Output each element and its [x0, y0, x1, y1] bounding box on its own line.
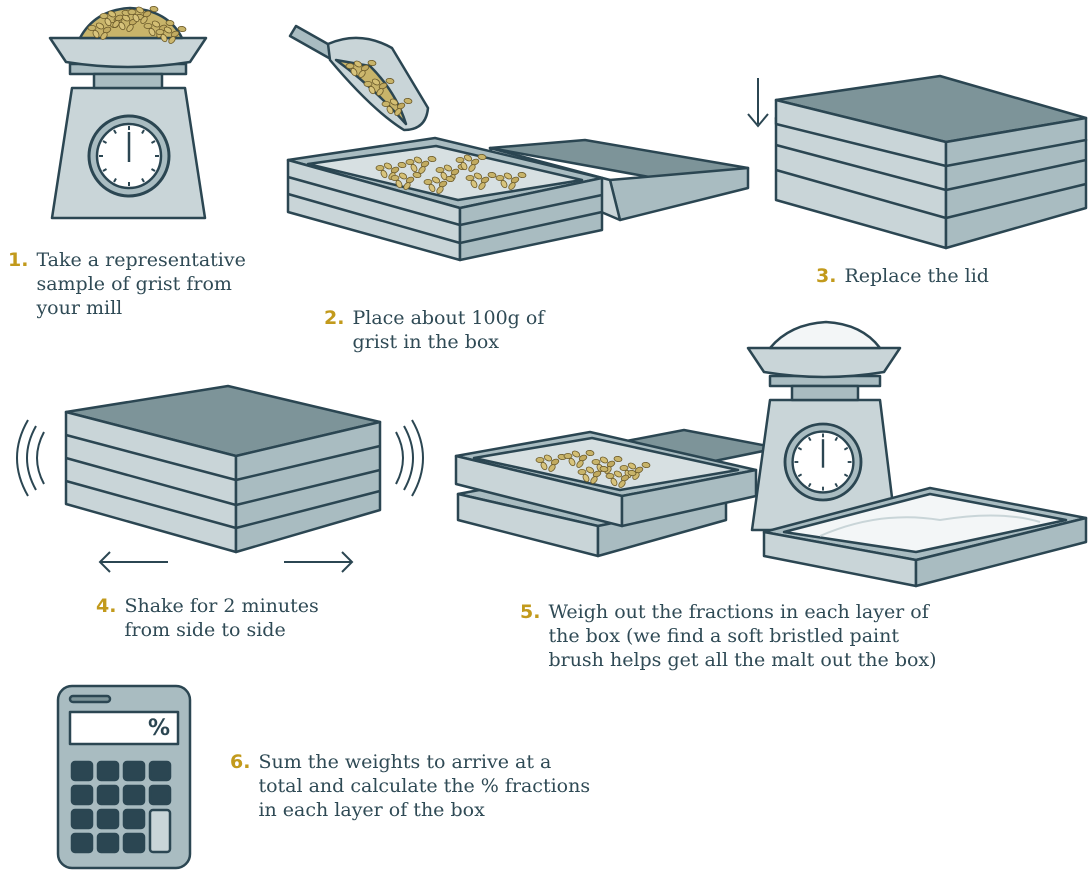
calculator-icon [58, 686, 190, 868]
shaking-box-icon [66, 386, 380, 552]
step-5-text: Weigh out the fractions in each layer of… [548, 600, 936, 672]
step-1-number: 1. [8, 248, 28, 272]
step-6-text: Sum the weights to arrive at a total and… [258, 750, 590, 822]
left-right-arrows-icon [100, 552, 352, 572]
down-arrow-icon [748, 78, 768, 126]
step-6-number: 6. [230, 750, 250, 774]
step-5-number: 5. [520, 600, 540, 624]
step-6: 6. Sum the weights to arrive at a total … [230, 750, 590, 822]
step-3-number: 3. [816, 264, 836, 288]
step-2: 2. Place about 100g of grist in the box [324, 306, 544, 354]
step-2-number: 2. [324, 306, 344, 330]
scale-with-grist-icon [50, 8, 206, 218]
step-4-number: 4. [96, 594, 116, 618]
step-2-text: Place about 100g of grist in the box [352, 306, 544, 354]
step-1: 1. Take a representative sample of grist… [8, 248, 246, 320]
step-1-text: Take a representative sample of grist fr… [36, 248, 245, 320]
step-3-text: Replace the lid [844, 264, 989, 288]
scoop-icon [290, 26, 428, 130]
step-4: 4. Shake for 2 minutes from side to side [96, 594, 319, 642]
closed-sieve-box-icon [776, 76, 1086, 248]
calculator-display: % [148, 716, 170, 741]
step-3: 3. Replace the lid [816, 264, 989, 288]
step-4-text: Shake for 2 minutes from side to side [124, 594, 318, 642]
scale-with-flour-icon [748, 322, 900, 530]
stacked-trays-icon [456, 430, 778, 556]
step-5: 5. Weigh out the fractions in each layer… [520, 600, 937, 672]
